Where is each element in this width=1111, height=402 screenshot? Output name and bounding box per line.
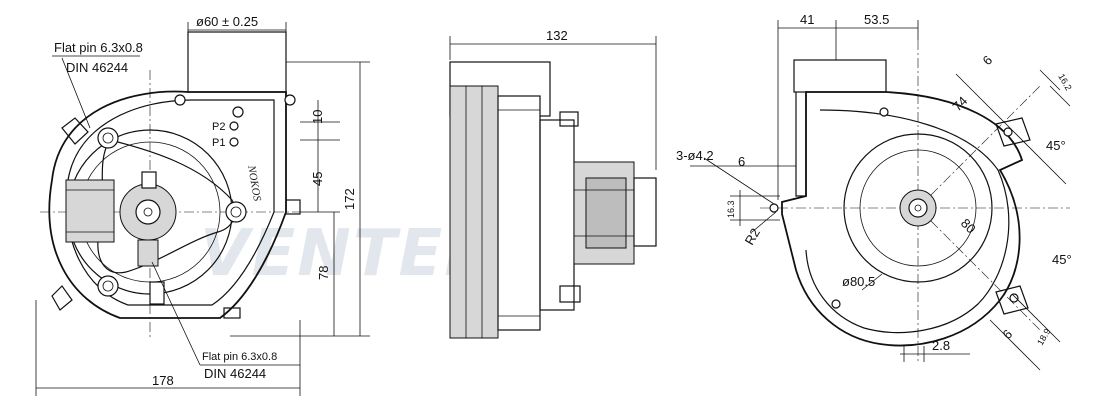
dim-2-8: 2.8 (932, 338, 950, 353)
dim-10: 10 (310, 110, 325, 124)
side-view: 132 (449, 28, 657, 339)
dim-18-9: 18.9 (1035, 327, 1052, 347)
dim-45-bottom: 45° (1052, 252, 1072, 267)
dim-178: 178 (152, 373, 174, 388)
dim-6-top: 6 (980, 52, 996, 68)
flat-pin-label-top: Flat pin 6.3x0.8 (54, 40, 143, 55)
pin-p2-label: P2 (212, 121, 225, 133)
dim-r2: R2 (742, 226, 763, 248)
dim-53-5: 53.5 (864, 12, 889, 27)
front-view (40, 31, 301, 340)
dim-holes-4-2: 3-ø4.2 (676, 148, 714, 163)
front-view-dimensions (35, 22, 370, 396)
dim-80: 80 (958, 216, 979, 237)
din-label-bottom: DIN 46244 (204, 366, 266, 381)
dim-80-5: ø80.5 (842, 274, 875, 289)
dim-6-bottom: 6 (1000, 326, 1016, 342)
dim-45-top: 45° (1046, 138, 1066, 153)
pin-p1-label: P1 (212, 137, 225, 149)
dim-diameter-60: ø60 ± 0.25 (196, 14, 258, 29)
watermark-text: VENTEL (200, 217, 487, 291)
dim-74: 74 (950, 93, 971, 114)
dim-132: 132 (546, 28, 568, 43)
dim-16-3: 16.3 (726, 200, 736, 218)
dim-6-left: 6 (738, 154, 745, 169)
dim-78: 78 (316, 266, 331, 280)
dim-45: 45 (310, 172, 325, 186)
dim-172: 172 (342, 188, 357, 210)
dim-41: 41 (800, 12, 814, 27)
din-label-top: DIN 46244 (66, 60, 128, 75)
brand-label: NOKOS (245, 163, 263, 202)
back-view (690, 20, 1071, 371)
flat-pin-label-bottom: Flat pin 6.3x0.8 (202, 351, 277, 363)
